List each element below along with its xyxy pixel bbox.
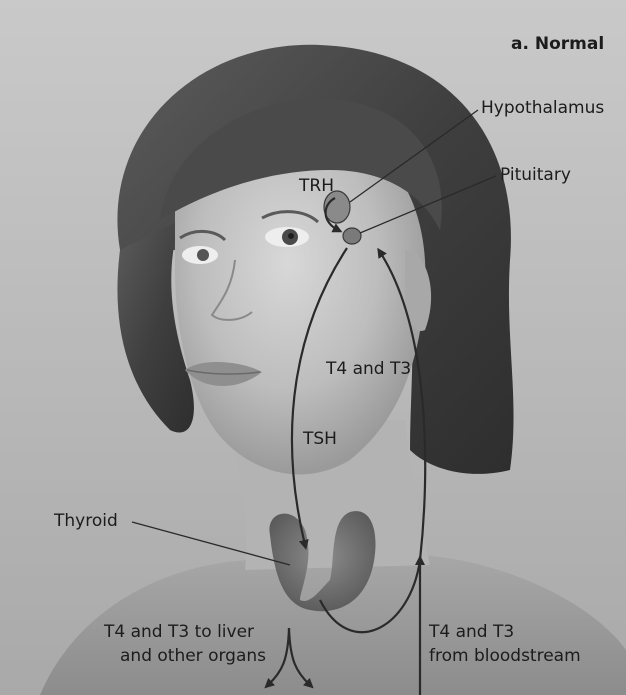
tsh-label: TSH — [303, 429, 337, 450]
trh-label: TRH — [299, 176, 334, 197]
pituitary-label: Pituitary — [500, 165, 571, 186]
t4-t3-upper-label: T4 and T3 — [326, 359, 411, 380]
hypothalamus-label: Hypothalamus — [481, 98, 604, 119]
panel-title: a. Normal — [511, 34, 604, 55]
bloodstream-label-line2: from bloodstream — [429, 646, 581, 667]
pituitary-gland — [343, 228, 361, 244]
liver-label-line1: T4 and T3 to liver — [104, 622, 254, 643]
liver-label-line2: and other organs — [120, 646, 266, 667]
bloodstream-label-line1: T4 and T3 — [429, 622, 514, 643]
thyroid-label: Thyroid — [54, 511, 118, 532]
